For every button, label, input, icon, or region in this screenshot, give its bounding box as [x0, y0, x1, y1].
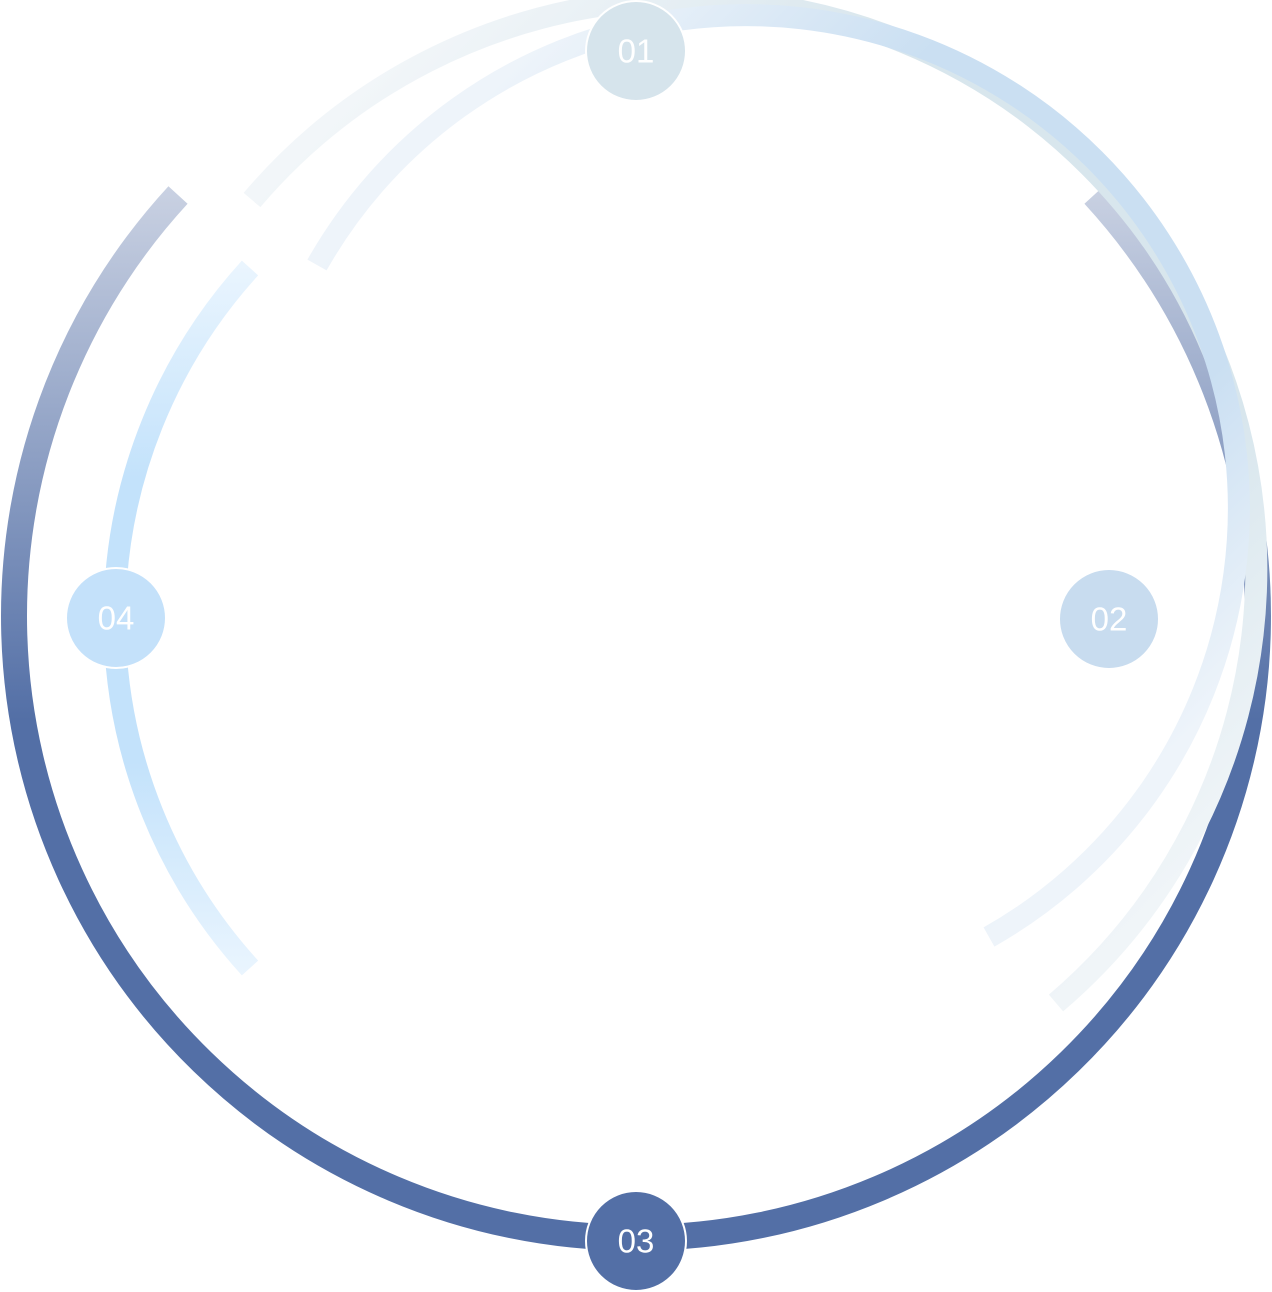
- node-01[interactable]: 01: [585, 0, 687, 102]
- node-02-label: 02: [1091, 601, 1128, 638]
- node-04[interactable]: 04: [65, 567, 167, 669]
- node-03[interactable]: 03: [585, 1190, 687, 1292]
- node-03-label: 03: [618, 1223, 655, 1260]
- node-02[interactable]: 02: [1058, 568, 1160, 670]
- node-04-label: 04: [98, 600, 135, 637]
- node-01-label: 01: [618, 33, 655, 70]
- arc-02: [307, 4, 1250, 947]
